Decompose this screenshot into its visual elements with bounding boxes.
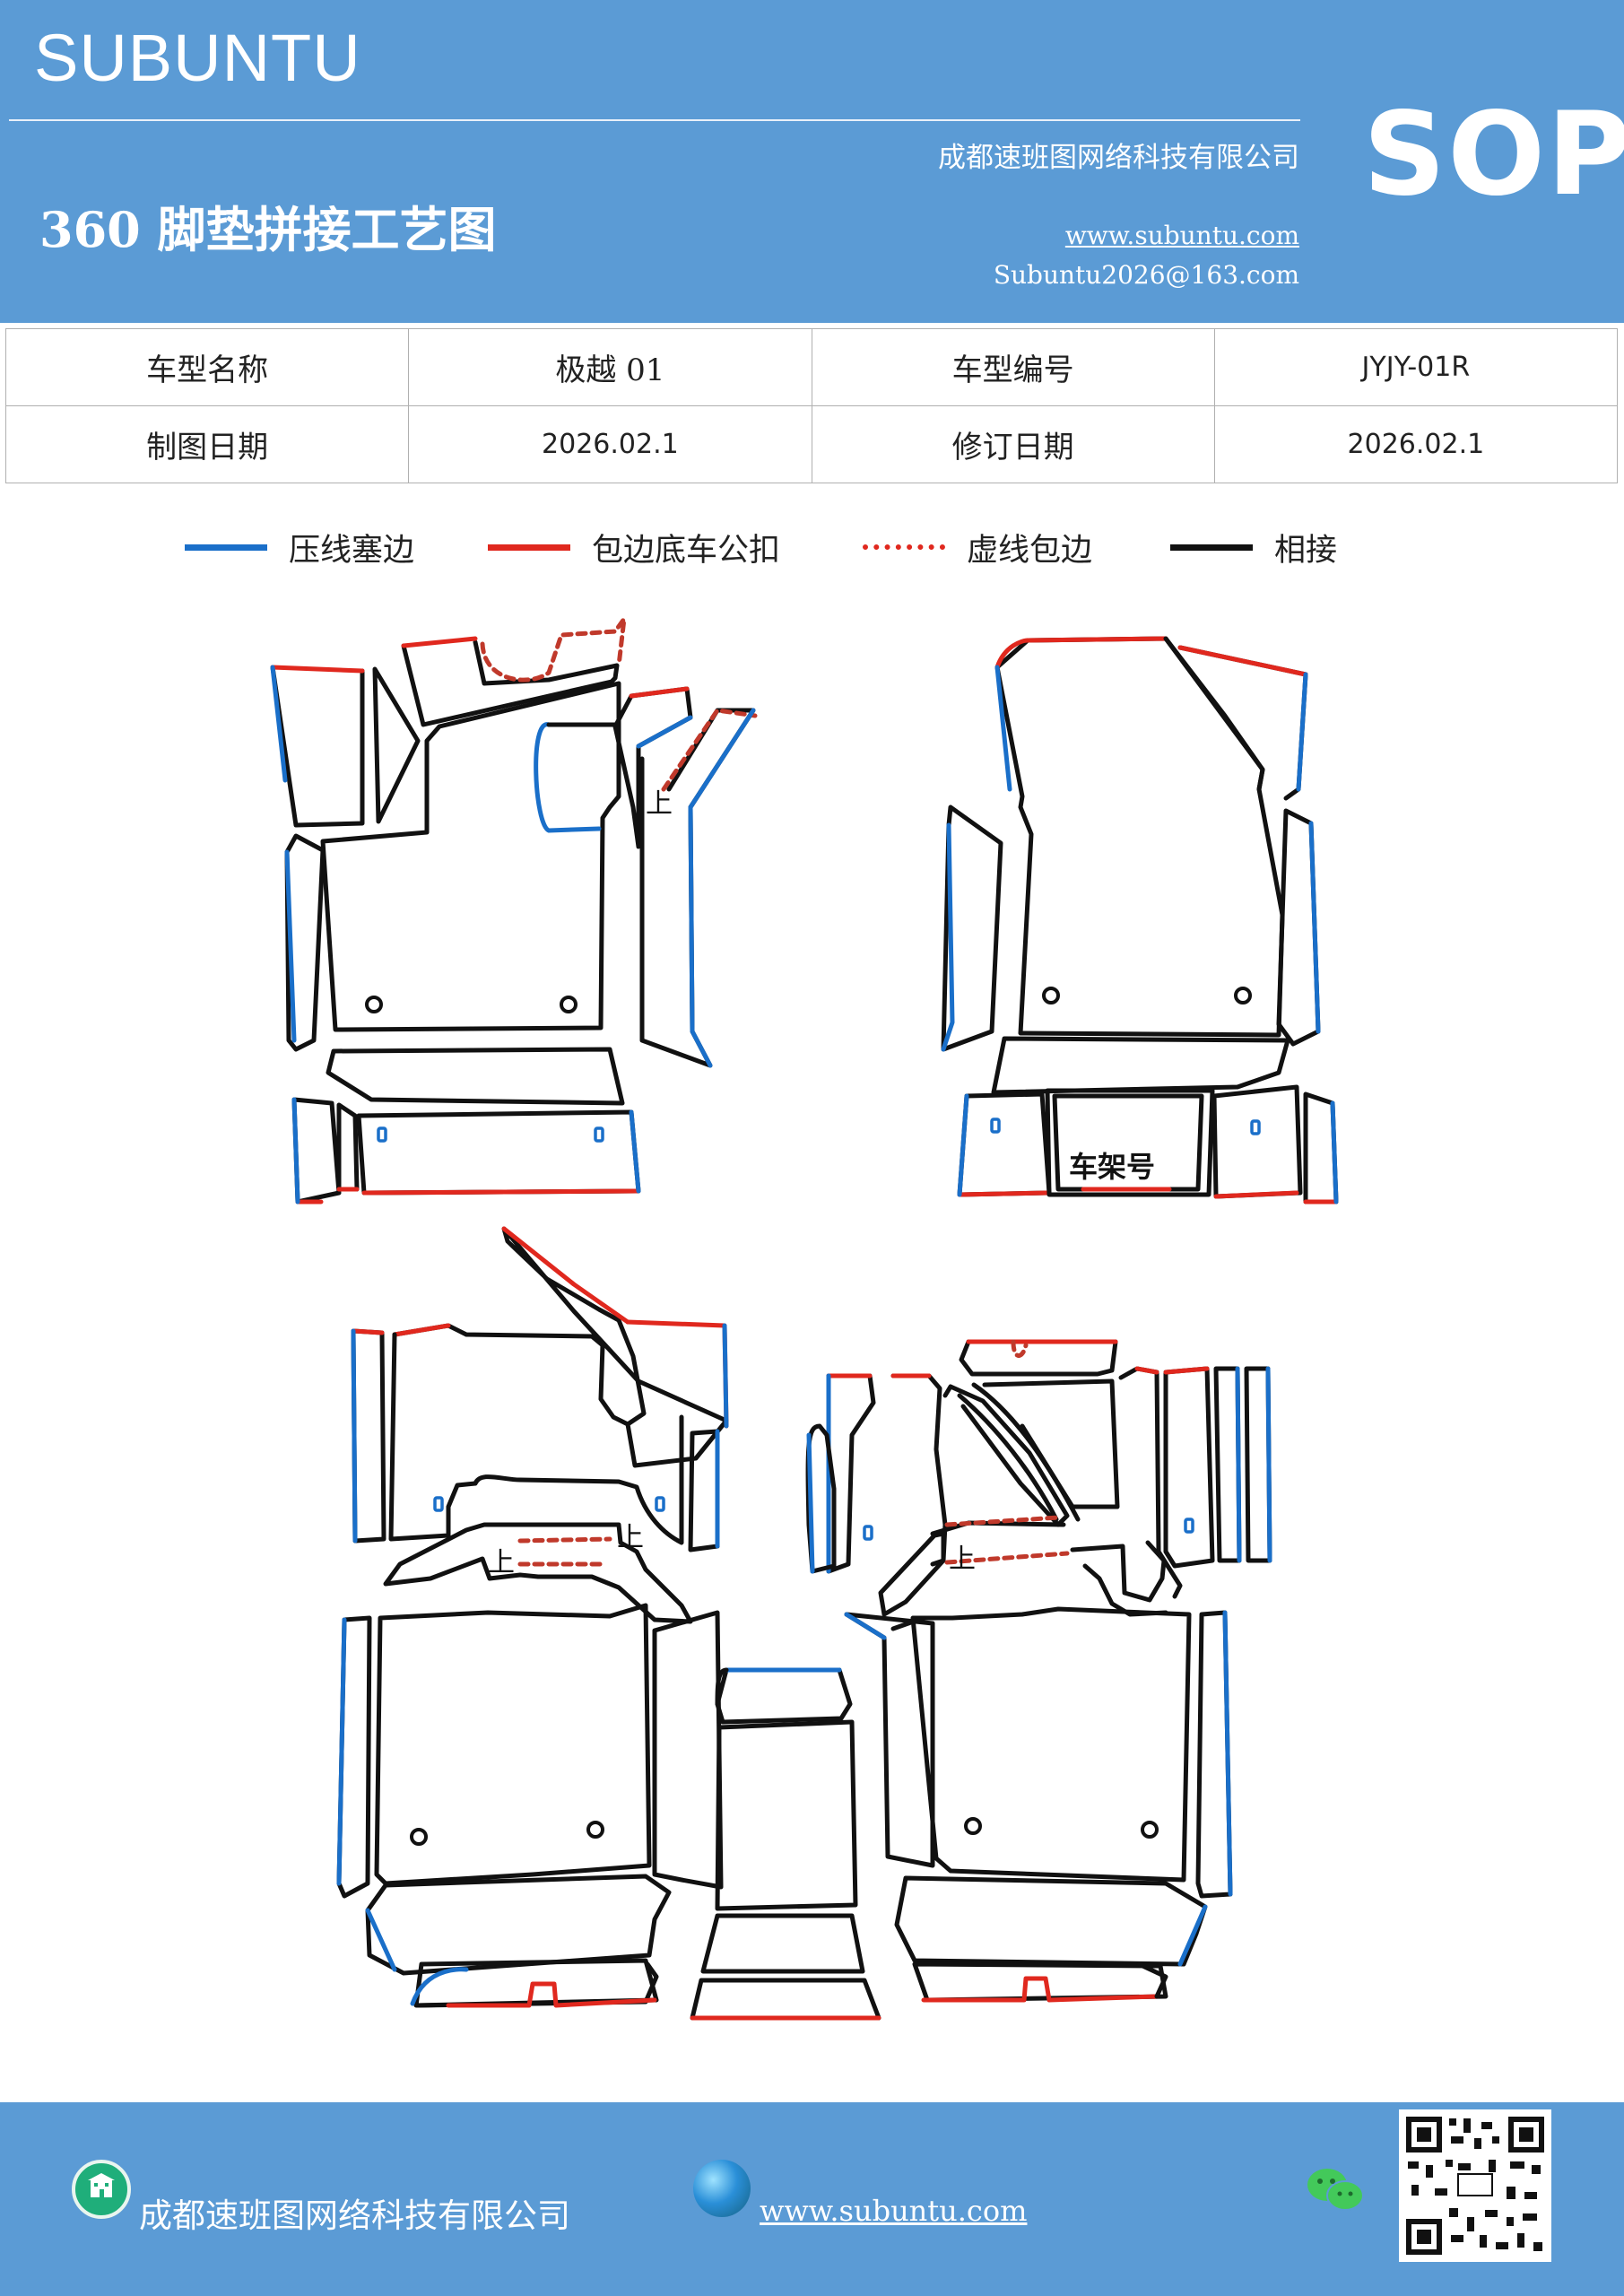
contact-email[interactable]: Subuntu2026@163.com — [993, 260, 1299, 290]
direction-mark: 上 — [617, 1522, 644, 1553]
header-banner — [0, 0, 1624, 323]
table-row: 车型名称 极越 01 车型编号 JYJY-01R — [4, 328, 1619, 406]
label-revision-date: 修订日期 — [811, 405, 1215, 483]
company-name: 成都速班图网络科技有限公司 — [938, 142, 1299, 174]
qr-code — [1399, 2109, 1551, 2262]
value-model-code: JYJY-01R — [1213, 328, 1619, 406]
brand-name: SUBUNTU — [34, 21, 361, 95]
footer-website-link[interactable]: www.subuntu.com — [760, 2194, 1028, 2228]
mat-group-front-left: 上 — [270, 616, 758, 1205]
label-model-code: 车型编号 — [811, 328, 1215, 406]
building-icon — [88, 2173, 115, 2197]
direction-mark: 上 — [488, 1547, 515, 1578]
company-icon — [72, 2160, 131, 2219]
legend-label: 压线塞边 — [289, 532, 415, 569]
mat-group-center-tunnel — [690, 1667, 881, 2021]
legend-label: 虚线包边 — [967, 532, 1093, 569]
legend-item-joint: 相接 — [1170, 525, 1337, 570]
direction-mark: 上 — [949, 1544, 976, 1575]
mat-group-front-right: 车架号 — [941, 636, 1339, 1205]
legend-item-edge-buckle: 包边底车公扣 — [488, 525, 780, 570]
label-model-name: 车型名称 — [4, 328, 410, 406]
table-row: 制图日期 2026.02.1 修订日期 2026.02.1 — [4, 405, 1619, 483]
label-drawing-date: 制图日期 — [4, 405, 410, 483]
legend-swatch-blue — [185, 544, 267, 551]
direction-mark: 上 — [646, 788, 673, 820]
legend-label: 包边底车公扣 — [592, 532, 781, 569]
vehicle-info-table: 车型名称 极越 01 车型编号 JYJY-01R 制图日期 2026.02.1 … — [4, 328, 1619, 483]
legend-swatch-black — [1170, 544, 1253, 551]
page-title: 360 脚垫拼接工艺图 — [39, 201, 497, 258]
sop-badge: SOP — [1363, 88, 1624, 222]
value-revision-date: 2026.02.1 — [1213, 405, 1619, 483]
legend-item-dotted-edge: 虚线包边 — [863, 525, 1092, 570]
header-divider — [9, 119, 1300, 121]
website-link[interactable]: www.subuntu.com — [1064, 221, 1299, 250]
value-drawing-date: 2026.02.1 — [408, 405, 812, 483]
legend-label: 相接 — [1274, 532, 1338, 569]
mat-group-rear-left: 上 上 — [336, 1226, 729, 2008]
legend-swatch-red-dotted — [863, 544, 945, 550]
vin-label: 车架号 — [1069, 1150, 1155, 1184]
wechat-icon[interactable] — [1302, 2163, 1367, 2217]
value-model-name: 极越 01 — [408, 328, 812, 406]
edge-legend: 压线塞边 包边底车公扣 虚线包边 相接 — [0, 525, 1624, 570]
globe-icon — [693, 2160, 751, 2217]
legend-swatch-red — [488, 544, 570, 551]
footer-company-name: 成都速班图网络科技有限公司 — [139, 2196, 570, 2235]
legend-item-press-line: 压线塞边 — [185, 525, 414, 570]
mat-group-rear-right: 上 — [805, 1339, 1272, 2003]
